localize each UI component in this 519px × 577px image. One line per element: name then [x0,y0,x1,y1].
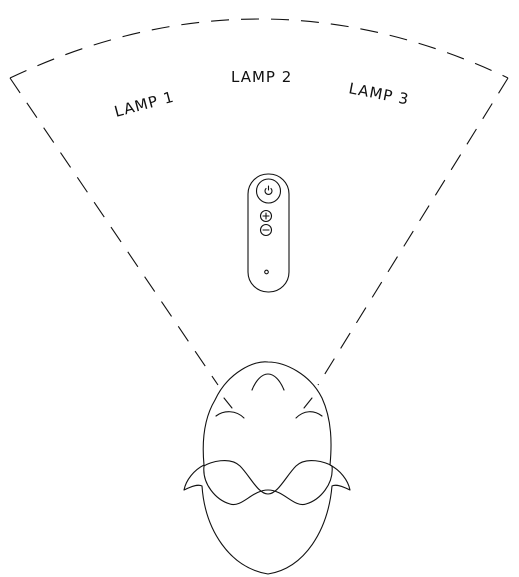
plus-button[interactable] [261,211,272,222]
right-brow [304,398,312,408]
person-head [184,362,350,574]
right-eye [296,412,322,418]
indicator-light [265,270,269,274]
remote-control [248,174,289,292]
minus-button[interactable] [261,225,272,236]
plus-icon [263,213,269,219]
shoulder-band [204,461,332,505]
left-brow [224,398,232,408]
lamp-2-label: LAMP 2 [231,68,292,86]
remote-body [248,174,289,292]
power-button[interactable] [257,179,281,203]
nose [252,374,284,390]
power-icon [265,186,272,194]
coverage-boundary-left [10,78,218,385]
left-eye [216,412,244,418]
coverage-boundary-right [318,78,508,385]
lamp-1-label: LAMP 1 [112,88,176,121]
head-outline [184,362,350,574]
lamp-3-label: LAMP 3 [347,79,411,108]
